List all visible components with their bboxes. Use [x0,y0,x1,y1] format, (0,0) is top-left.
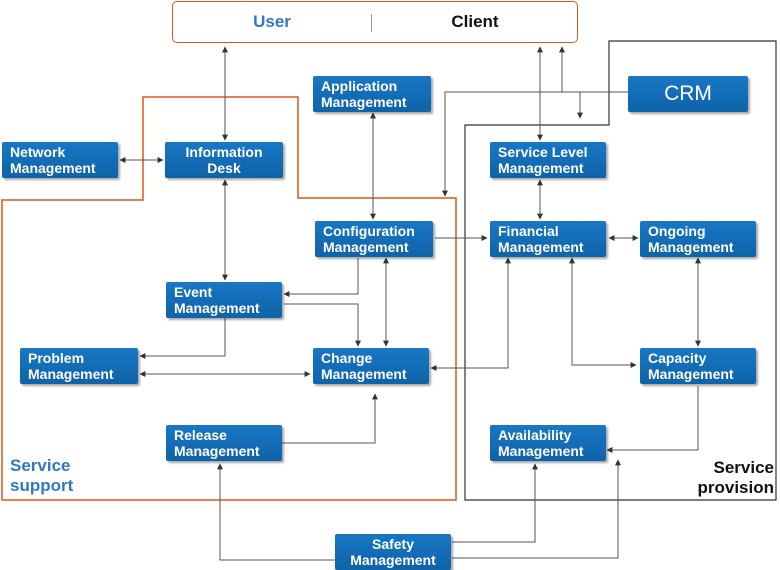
node-ongoing-management[interactable]: Ongoing Management [640,221,756,257]
client-label: Client [451,12,499,31]
node-change-management[interactable]: Change Management [313,348,429,384]
node-information-desk[interactable]: Information Desk [165,142,283,178]
node-application-management[interactable]: Application Management [313,76,431,112]
user-label: User [253,12,291,31]
node-service-level-management[interactable]: Service Level Management [490,142,606,178]
node-network-management[interactable]: Network Management [2,142,118,178]
node-safety-management[interactable]: Safety Management [335,534,451,570]
node-event-management[interactable]: Event Management [166,282,282,318]
node-financial-management[interactable]: Financial Management [490,221,606,257]
user-client-bar: User Client [172,1,578,43]
service-support-label: Service support [10,456,74,495]
node-release-management[interactable]: Release Management [166,425,282,461]
service-provision-label: Service provision [697,458,774,497]
header-divider [371,14,372,32]
node-crm[interactable]: CRM [628,76,748,112]
node-configuration-management[interactable]: Configuration Management [315,221,433,257]
service-provision-region [464,40,777,501]
connector-lines [119,46,701,561]
service-support-region [1,96,457,501]
node-capacity-management[interactable]: Capacity Management [640,348,756,384]
node-availability-management[interactable]: Availability Management [490,425,606,461]
node-problem-management[interactable]: Problem Management [20,348,138,384]
